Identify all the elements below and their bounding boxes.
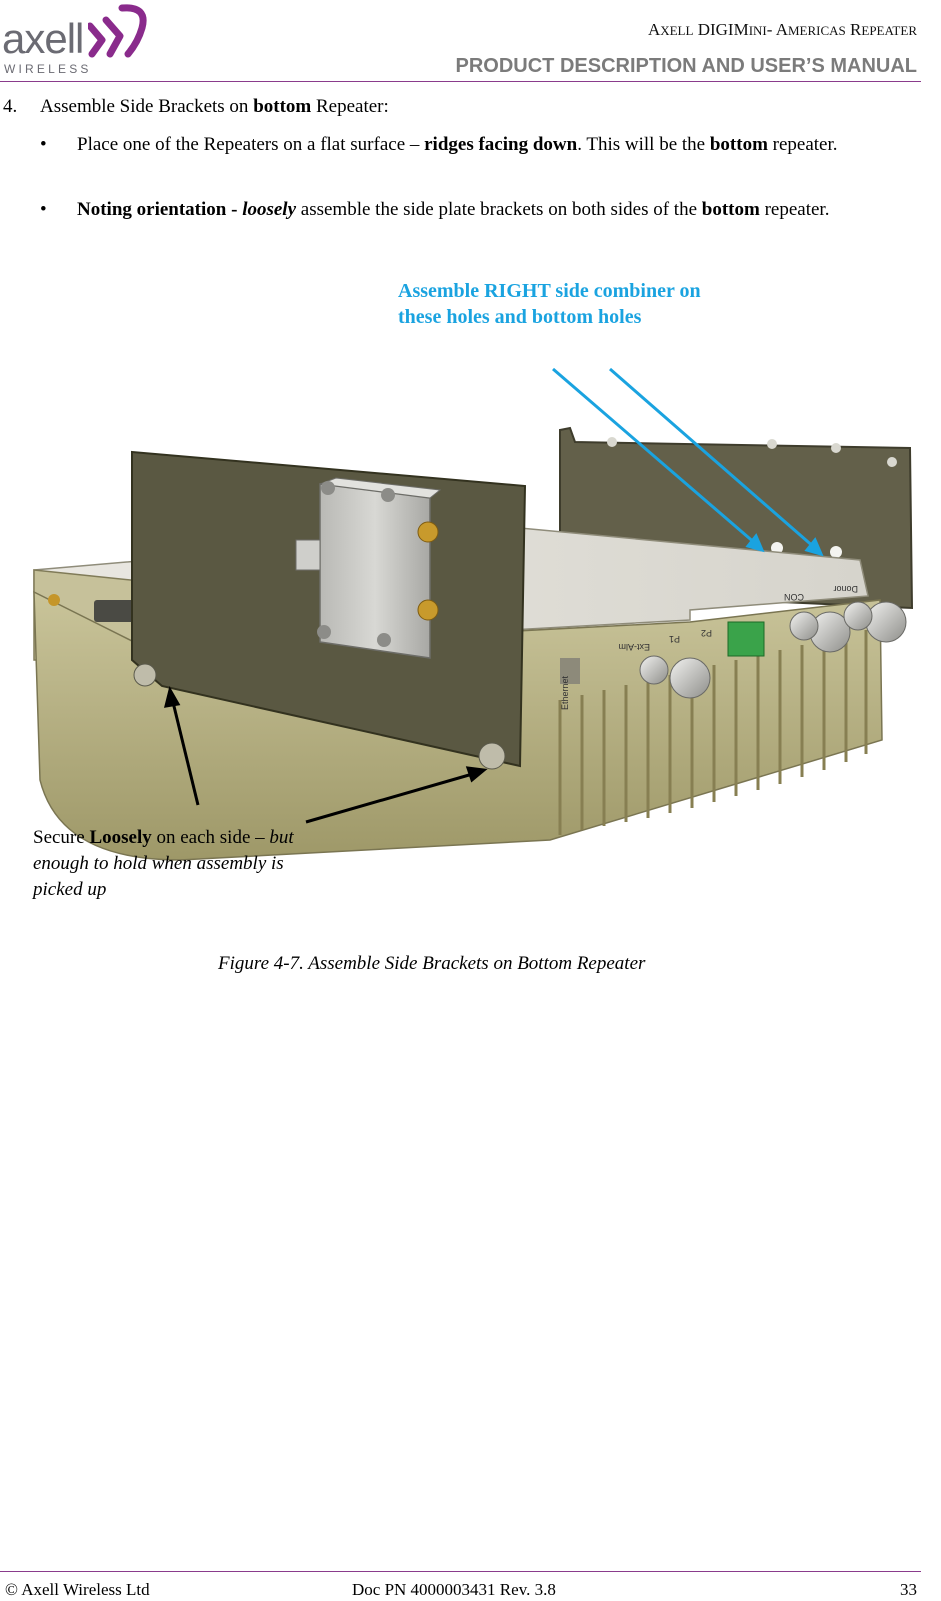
- figure-caption: Figure 4-7. Assemble Side Brackets on Bo…: [218, 953, 646, 974]
- step-number: 4.: [3, 96, 18, 117]
- footer-page-number: 33: [900, 1580, 917, 1599]
- port-label-p2: P2: [701, 628, 712, 638]
- combiner-block: [295, 477, 442, 659]
- heatsink-ridges: [558, 630, 868, 835]
- step-heading: 4.Assemble Side Brackets on bottom Repea…: [3, 96, 389, 117]
- port-label-p1: P1: [669, 634, 680, 644]
- bracket-bolt: [133, 663, 157, 687]
- port-label-donor: Donor: [833, 584, 858, 594]
- combiner-n-port: [295, 539, 321, 571]
- combiner-sma-port: [417, 521, 439, 543]
- combiner-hole: [771, 542, 783, 554]
- header-divider: [0, 81, 921, 82]
- bullet-item-2: • Noting orientation - loosely assemble …: [40, 196, 920, 224]
- bullet-text-1: Place one of the Repeaters on a flat sur…: [77, 134, 838, 155]
- terminal-block: [727, 621, 765, 657]
- logo-chevron-icon: [88, 4, 147, 58]
- bullet-dot-icon: •: [40, 199, 47, 220]
- callout-secure-loosely: Secure Loosely on each side – but enough…: [33, 827, 294, 900]
- bullet-text-2: Noting orientation - loosely assemble th…: [77, 199, 830, 220]
- block-screw: [381, 488, 395, 502]
- block-screw: [317, 625, 331, 639]
- port-labels: Ethernet Ext-Alm P1 P2 CON Donor: [560, 584, 858, 710]
- callout-right-combiner: Assemble RIGHT side combiner on these ho…: [398, 280, 701, 328]
- port-label-ethernet: Ethernet: [560, 675, 570, 710]
- logo-subtext: WIRELESS: [4, 62, 92, 76]
- logo-wordmark: axell: [2, 15, 84, 62]
- block-screw: [321, 481, 335, 495]
- port-label-con: CON: [784, 592, 804, 602]
- repeater-assembly-illustration: Ethernet Ext-Alm P1 P2 CON Donor: [33, 367, 914, 861]
- footer-copyright: © Axell Wireless Ltd: [5, 1580, 150, 1599]
- black-pointer-arrows: [163, 686, 488, 824]
- block-screw: [377, 633, 391, 647]
- bracket-hole: [887, 457, 897, 467]
- blue-pointer-arrows: [552, 367, 824, 557]
- combiner-hole: [830, 546, 842, 558]
- port-label-ext-alm: Ext-Alm: [619, 642, 651, 652]
- ethernet-port: [560, 658, 580, 684]
- bracket-bolt: [478, 742, 506, 770]
- sma-connector: [48, 594, 60, 606]
- bracket-hole: [831, 443, 841, 453]
- footer-divider: [0, 1571, 921, 1572]
- n-type-connectors: [639, 601, 907, 699]
- combiner-sma-port: [417, 599, 439, 621]
- doc-title-line2: PRODUCT DESCRIPTION AND USER’S MANUAL: [455, 55, 918, 77]
- serial-port: [94, 600, 138, 622]
- doc-title-line1: AXELL DIGIMINI- AMERICAS REPEATER: [647, 20, 917, 39]
- bracket-hole: [767, 439, 777, 449]
- bullet-dot-icon: •: [40, 134, 47, 155]
- bracket-hole: [607, 437, 617, 447]
- bullet-item-1: • Place one of the Repeaters on a flat s…: [40, 131, 920, 159]
- footer-doc-pn: Doc PN 4000003431 Rev. 3.8: [352, 1580, 556, 1599]
